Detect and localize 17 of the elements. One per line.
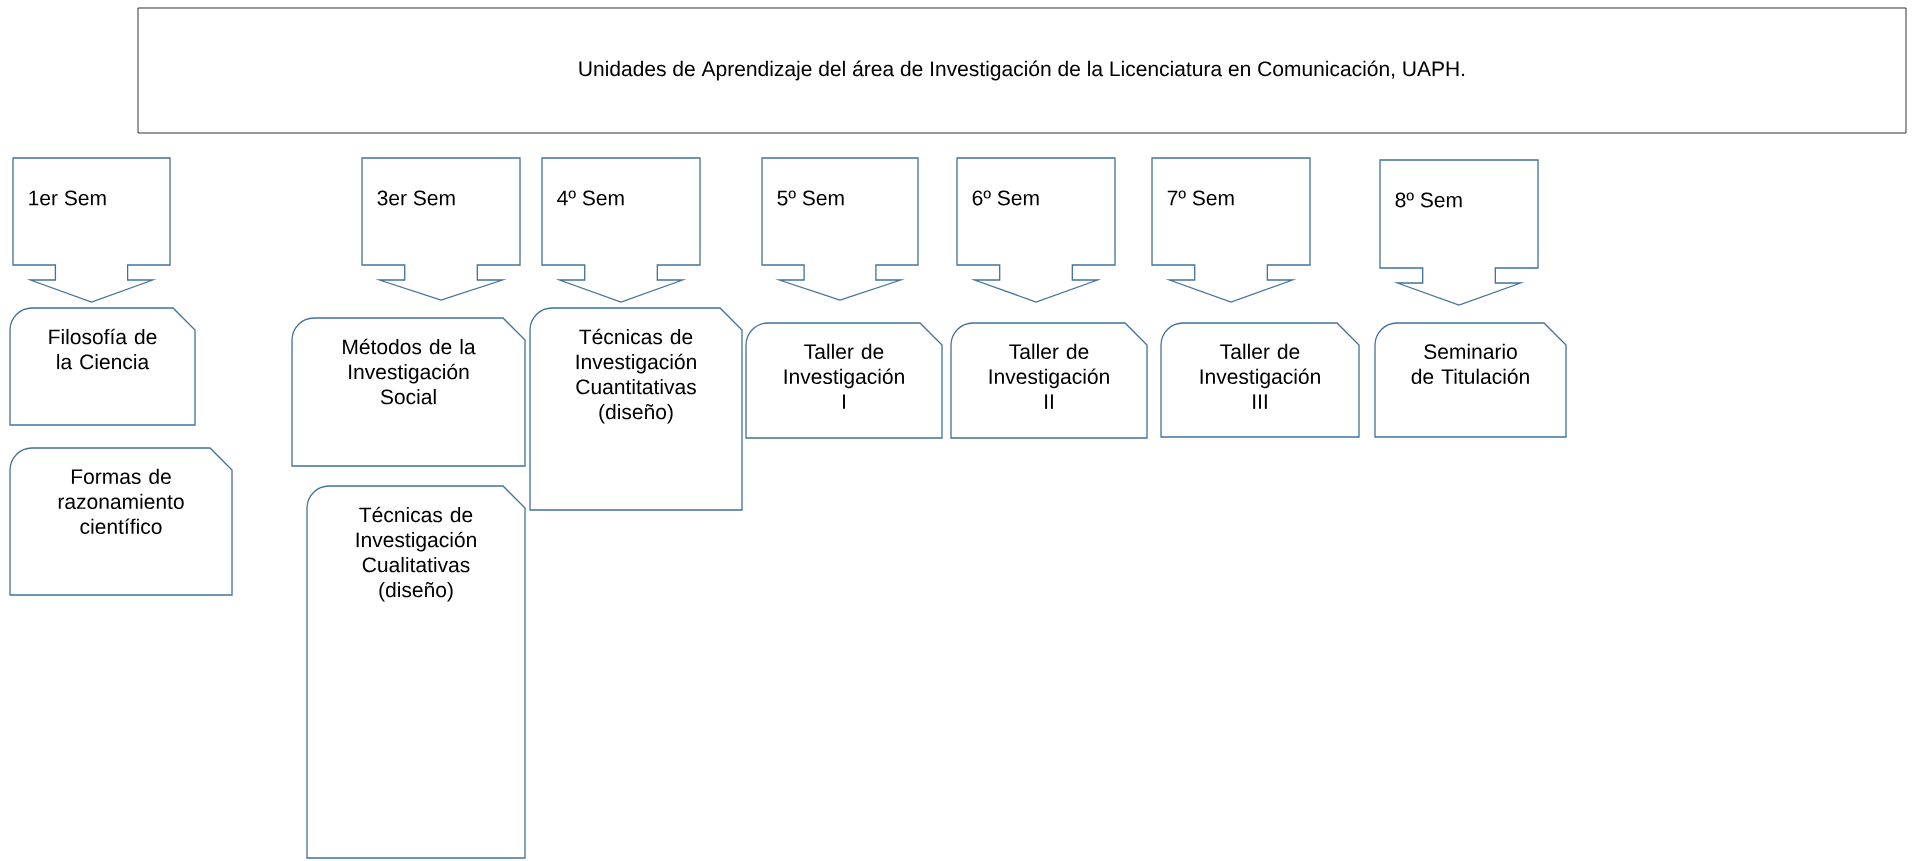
semester-callout: 1er Sem: [12, 157, 171, 303]
semester-callout: 5º Sem: [761, 157, 919, 301]
course-box: Métodos de la Investigación Social: [291, 317, 526, 467]
course-box: Técnicas de Investigación Cualitativas (diseño): [306, 485, 526, 859]
course-box: Formas de razonamiento científico: [9, 447, 233, 596]
semester-callout: 6º Sem: [956, 157, 1116, 303]
course-box: Técnicas de Investigación Cuantitativas (diseño): [529, 307, 743, 511]
title-box: Unidades de Aprendizaje del área de Investigación de la Licenciatura en Comunicación, UAPH.: [137, 7, 1907, 134]
course-box: Taller de Investigación III: [1160, 322, 1360, 438]
course-box: Filosofía de la Ciencia: [9, 307, 196, 426]
semester-callout: 4º Sem: [541, 157, 701, 303]
semester-callout: 3er Sem: [361, 157, 521, 301]
course-box: Taller de Investigación II: [950, 322, 1148, 439]
semester-callout: 7º Sem: [1151, 157, 1311, 303]
course-box: Seminario de Titulación: [1374, 322, 1567, 438]
semester-callout: 8º Sem: [1379, 159, 1539, 306]
course-box: Taller de Investigación I: [745, 322, 943, 439]
